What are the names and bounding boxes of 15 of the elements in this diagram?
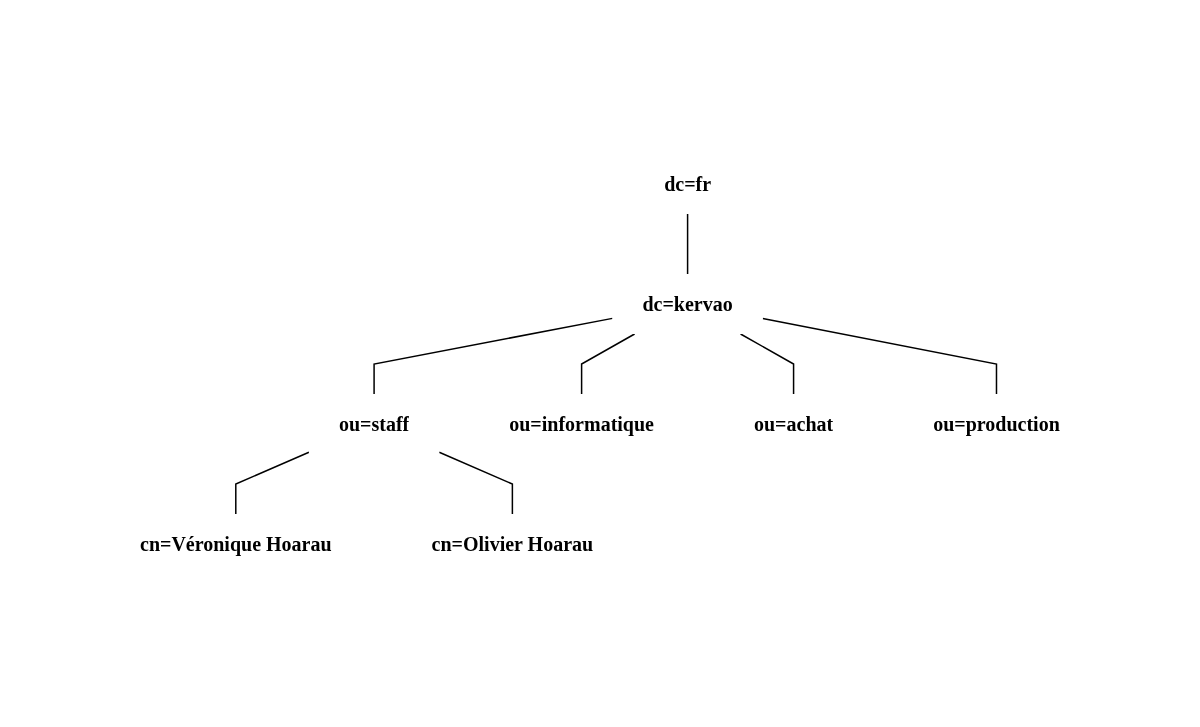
connector	[438, 451, 514, 515]
connector	[373, 317, 614, 395]
node-text: ou=staff	[339, 412, 410, 435]
node-text: ou=production	[933, 412, 1060, 435]
node-text: dc=fr	[664, 172, 712, 195]
node-text: dc=kervao	[642, 292, 733, 315]
connector	[580, 332, 636, 395]
node-text: cn=Véronique Hoarau	[140, 532, 332, 555]
connector	[739, 332, 795, 395]
node-text: cn=Olivier Hoarau	[431, 532, 594, 555]
connector	[235, 451, 310, 515]
node-text: ou=informatique	[509, 412, 655, 435]
node-text: ou=achat	[754, 412, 834, 435]
connector	[686, 212, 689, 275]
connector	[762, 317, 998, 395]
